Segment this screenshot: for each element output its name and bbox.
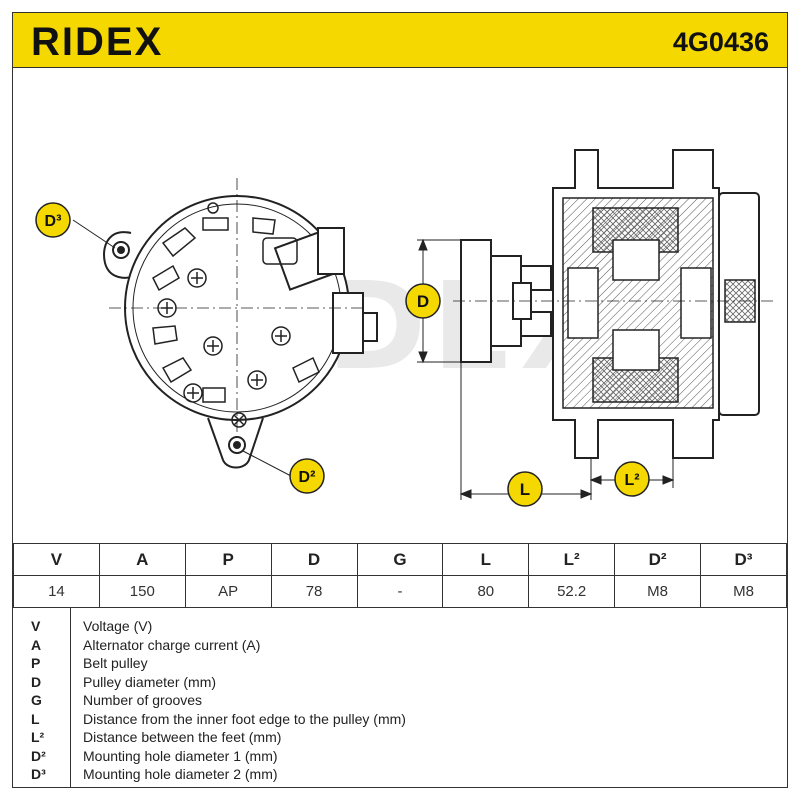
spec-header-row: V A P D G L L² D² D³ (13, 543, 787, 576)
brand-logo: RIDEX (31, 20, 164, 64)
spec-value-cell: 52.2 (528, 575, 616, 608)
legend: V Voltage (V) A Alternator charge curren… (13, 607, 787, 788)
d3-callout-label: D³ (45, 213, 62, 230)
spec-header-cell: V (13, 543, 100, 576)
legend-row: D³ Mounting hole diameter 2 (mm) (13, 765, 787, 783)
legend-row: A Alternator charge current (A) (13, 636, 787, 654)
alternator-section-view (453, 149, 773, 459)
legend-text: Distance between the feet (mm) (83, 729, 282, 745)
d-callout-label: D (417, 292, 429, 311)
spec-value-row: 14 150 AP 78 - 80 52.2 M8 M8 (13, 575, 787, 608)
legend-text: Belt pulley (83, 655, 148, 671)
spec-header-cell: P (184, 543, 272, 576)
spec-header-cell: D² (614, 543, 701, 576)
spec-value-cell: 78 (270, 575, 358, 608)
spec-value-cell: 14 (13, 575, 100, 608)
legend-row: V Voltage (V) (13, 617, 787, 635)
legend-text: Mounting hole diameter 2 (mm) (83, 766, 278, 782)
l-callout-label: L (520, 480, 530, 499)
legend-text: Pulley diameter (mm) (83, 673, 217, 690)
legend-row: L Distance from the inner foot edge to t… (13, 710, 787, 728)
header-bar: RIDEX 4G0436 (13, 13, 787, 68)
legend-key: P (31, 655, 41, 671)
d2-callout-badge (289, 458, 325, 494)
spec-value-cell: M8 (700, 575, 787, 608)
part-number: 4G0436 (672, 27, 769, 57)
legend-text: Voltage (V) (83, 618, 153, 634)
d3-callout-badge (35, 202, 71, 238)
legend-key: D² (31, 747, 46, 764)
legend-key: A (31, 636, 42, 653)
spec-header-cell: L² (528, 543, 616, 576)
legend-row: D Pulley diameter (mm) (13, 673, 787, 691)
spec-value-cell: AP (184, 575, 272, 608)
alternator-front-view (103, 178, 378, 469)
d2-callout-label: D² (299, 469, 316, 486)
spec-table: V A P D G L L² D² D³ 14 150 AP 78 - 80 5… (13, 543, 787, 608)
legend-text: Distance from the inner foot edge to the… (83, 710, 406, 727)
legend-text: Alternator charge current (A) (83, 636, 261, 653)
legend-row: P Belt pulley (13, 654, 787, 672)
legend-key: L (31, 710, 40, 727)
legend-text: Mounting hole diameter 1 (mm) (83, 747, 278, 764)
legend-key: L² (31, 729, 45, 745)
spec-header-cell: D (270, 543, 358, 576)
spec-header-cell: G (356, 543, 444, 576)
spec-value-cell: 150 (98, 575, 186, 608)
spec-value-cell: M8 (614, 575, 701, 608)
l2-callout-label: L² (624, 472, 639, 489)
legend-row: G Number of grooves (13, 691, 787, 709)
legend-row: D² Mounting hole diameter 1 (mm) (13, 747, 787, 765)
spec-value-cell: 80 (442, 575, 530, 608)
legend-row: L² Distance between the feet (mm) (13, 728, 787, 746)
spec-header-cell: D³ (700, 543, 787, 576)
product-sheet: RIDEX 4G0436 RIDEX (12, 12, 788, 788)
legend-key: G (31, 692, 42, 708)
legend-key: V (31, 618, 41, 634)
l-callout-badge (507, 471, 543, 507)
d-callout-badge (405, 283, 441, 319)
spec-header-cell: L (442, 543, 530, 576)
legend-divider (70, 607, 71, 788)
alternator-drawing-svg: RIDEX (35, 149, 773, 507)
spec-header-cell: A (98, 543, 186, 576)
legend-text: Number of grooves (83, 692, 203, 708)
technical-drawing: RIDEX (13, 68, 787, 543)
spec-value-cell: - (356, 575, 444, 608)
legend-key: D³ (31, 766, 46, 782)
l2-dimension-lines (589, 458, 675, 488)
legend-key: D (31, 673, 42, 690)
l2-callout-badge (614, 461, 650, 497)
